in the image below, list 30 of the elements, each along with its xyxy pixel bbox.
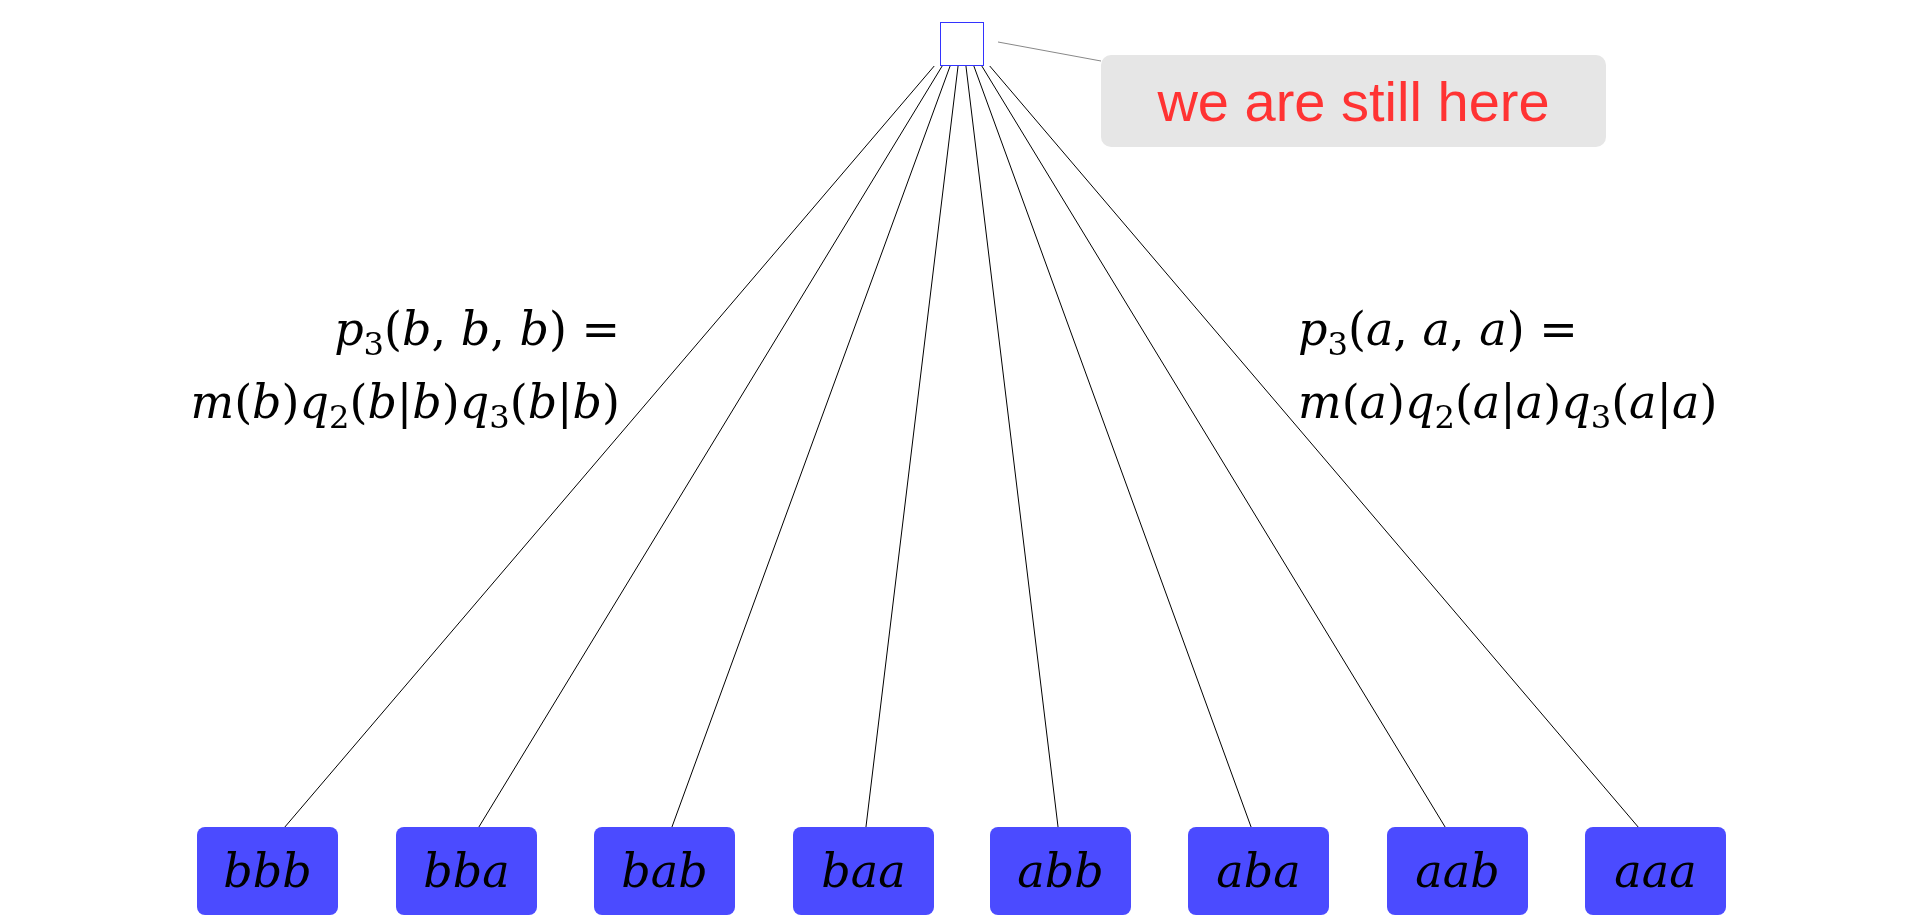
sequence-label: aba <box>1216 844 1301 898</box>
leaf-box <box>1585 827 1726 915</box>
sequence-label: aaa <box>1614 844 1697 898</box>
sequence-label: bab <box>621 844 708 898</box>
tree-branch-line <box>973 65 1252 828</box>
probability-formula: p$_{3}$(a, a, a) = m(a)q$_{2}$(a|a)q$_{3}$(a|a) <box>1298 301 1719 438</box>
leaf-box <box>197 827 338 915</box>
tree-branch-line <box>965 65 1059 828</box>
sequence-label: aab <box>1415 844 1500 898</box>
sequence-label: abb <box>1017 844 1104 898</box>
tree-branch-line <box>981 65 1446 828</box>
leaf-box <box>594 827 735 915</box>
sequence-label: bba <box>423 844 510 898</box>
leaf-box <box>990 827 1131 915</box>
leaf-box <box>1188 827 1329 915</box>
tree-branch-line <box>989 65 1639 828</box>
leaf-box <box>1387 827 1528 915</box>
tree-branch-line <box>478 65 943 828</box>
empty-box <box>940 22 984 66</box>
probability-formula: p$_{3}$(b, b, b) = m(b)q$_{2}$(b|b)q$_{3}$(b|b) <box>189 301 620 438</box>
tree-branch-line <box>671 65 951 828</box>
leader-line <box>997 41 1102 62</box>
leaf-box <box>396 827 537 915</box>
sequence-label: baa <box>821 844 906 898</box>
callout-box <box>1101 55 1606 147</box>
callout-text: we are still here <box>1157 68 1550 134</box>
tree-branch-line <box>865 65 959 828</box>
sequence-label: bbb <box>223 844 312 898</box>
leaf-box <box>793 827 934 915</box>
tree-branch-line <box>284 65 935 828</box>
